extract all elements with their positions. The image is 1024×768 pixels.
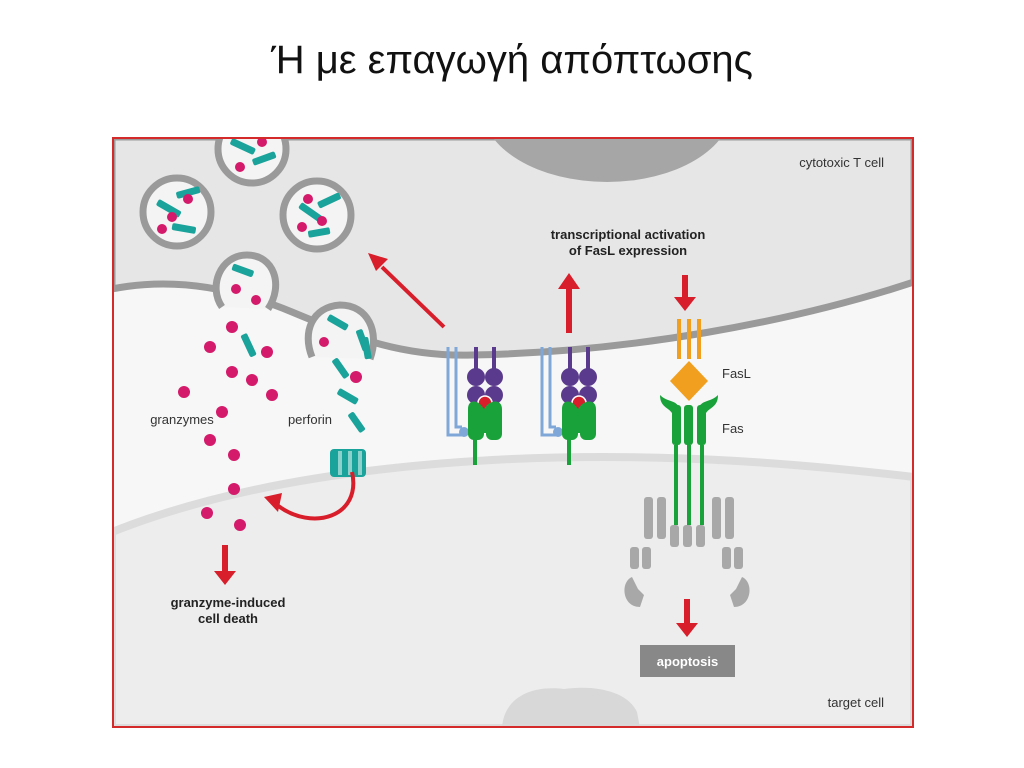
label-granzyme-death-line2: cell death bbox=[198, 611, 258, 626]
released-granzymes bbox=[178, 321, 362, 531]
label-apoptosis: apoptosis bbox=[657, 654, 718, 669]
tcr-complex-1 bbox=[446, 347, 503, 465]
fasl-ligand bbox=[670, 319, 708, 401]
fusing-vesicle-granzyme bbox=[212, 251, 280, 311]
label-granzymes: granzymes bbox=[150, 412, 214, 427]
label-transcription-line2: of FasL expression bbox=[569, 243, 687, 258]
label-target-cell: target cell bbox=[828, 695, 884, 710]
fas-receptor bbox=[660, 395, 718, 525]
t-cell-nucleus bbox=[492, 137, 722, 182]
fasl-expression-arrow bbox=[674, 275, 696, 311]
granule-1 bbox=[214, 137, 290, 187]
target-cell-body bbox=[112, 453, 914, 728]
perforin-pore bbox=[330, 449, 366, 477]
transcription-arrow bbox=[558, 273, 580, 333]
diagram-svg: cytotoxic T cell target cell granzymes p… bbox=[112, 137, 914, 728]
cytotoxic-mechanism-diagram: cytotoxic T cell target cell granzymes p… bbox=[112, 137, 914, 728]
label-granzyme-death-line1: granzyme-induced bbox=[171, 595, 286, 610]
figure-frame bbox=[112, 137, 914, 728]
tcr-complex-2 bbox=[540, 347, 597, 465]
label-t-cell: cytotoxic T cell bbox=[799, 155, 884, 170]
target-cell-nucleus bbox=[502, 687, 640, 728]
released-perforin bbox=[240, 333, 372, 433]
label-transcription-line1: transcriptional activation bbox=[551, 227, 706, 242]
apoptosis-arrow bbox=[676, 599, 698, 637]
granule-2 bbox=[139, 174, 215, 250]
label-perforin: perforin bbox=[288, 412, 332, 427]
slide-title: Ή με επαγωγή απόπτωσης bbox=[271, 38, 753, 82]
granzyme-death-arrow bbox=[214, 545, 236, 585]
granzyme-entry-arrow bbox=[264, 471, 356, 521]
granule-3 bbox=[279, 177, 355, 253]
apoptosis-box bbox=[640, 645, 735, 677]
degranulation-arrow bbox=[368, 253, 446, 329]
label-fasl: FasL bbox=[722, 366, 751, 381]
death-domain-complex bbox=[624, 497, 750, 607]
label-fas: Fas bbox=[722, 421, 744, 436]
